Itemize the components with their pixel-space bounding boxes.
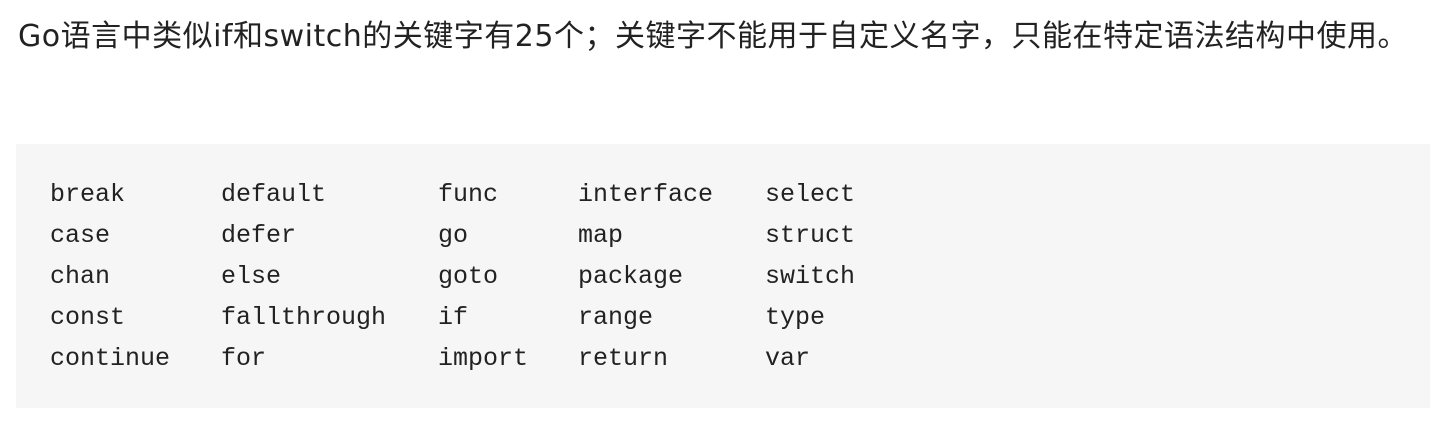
keyword: import [438, 344, 529, 373]
keyword: defer [221, 221, 297, 250]
keyword: goto [438, 262, 499, 291]
keyword: struct [765, 221, 856, 250]
keyword: default [221, 180, 327, 209]
keyword: fallthrough [221, 303, 387, 332]
keyword: func [438, 180, 499, 209]
keyword: chan [50, 262, 111, 291]
keyword: go [438, 221, 469, 250]
keyword: range [578, 303, 654, 332]
intro-paragraph: Go语言中类似if和switch的关键字有25个；关键字不能用于自定义名字，只能… [18, 19, 1408, 54]
keyword: var [765, 344, 811, 373]
keyword: const [50, 303, 126, 332]
keyword: interface [578, 180, 714, 209]
keyword: package [578, 262, 684, 291]
keyword: else [221, 262, 282, 291]
keyword-grid: break default func interface select case… [50, 174, 1396, 379]
keyword: case [50, 221, 111, 250]
keyword: break [50, 180, 126, 209]
keyword: for [221, 344, 267, 373]
keyword: type [765, 303, 826, 332]
keyword: return [578, 344, 669, 373]
code-block: break default func interface select case… [16, 144, 1430, 408]
keyword: switch [765, 262, 856, 291]
keyword: if [438, 303, 469, 332]
keyword: select [765, 180, 856, 209]
keyword: map [578, 221, 624, 250]
keyword: continue [50, 344, 171, 373]
